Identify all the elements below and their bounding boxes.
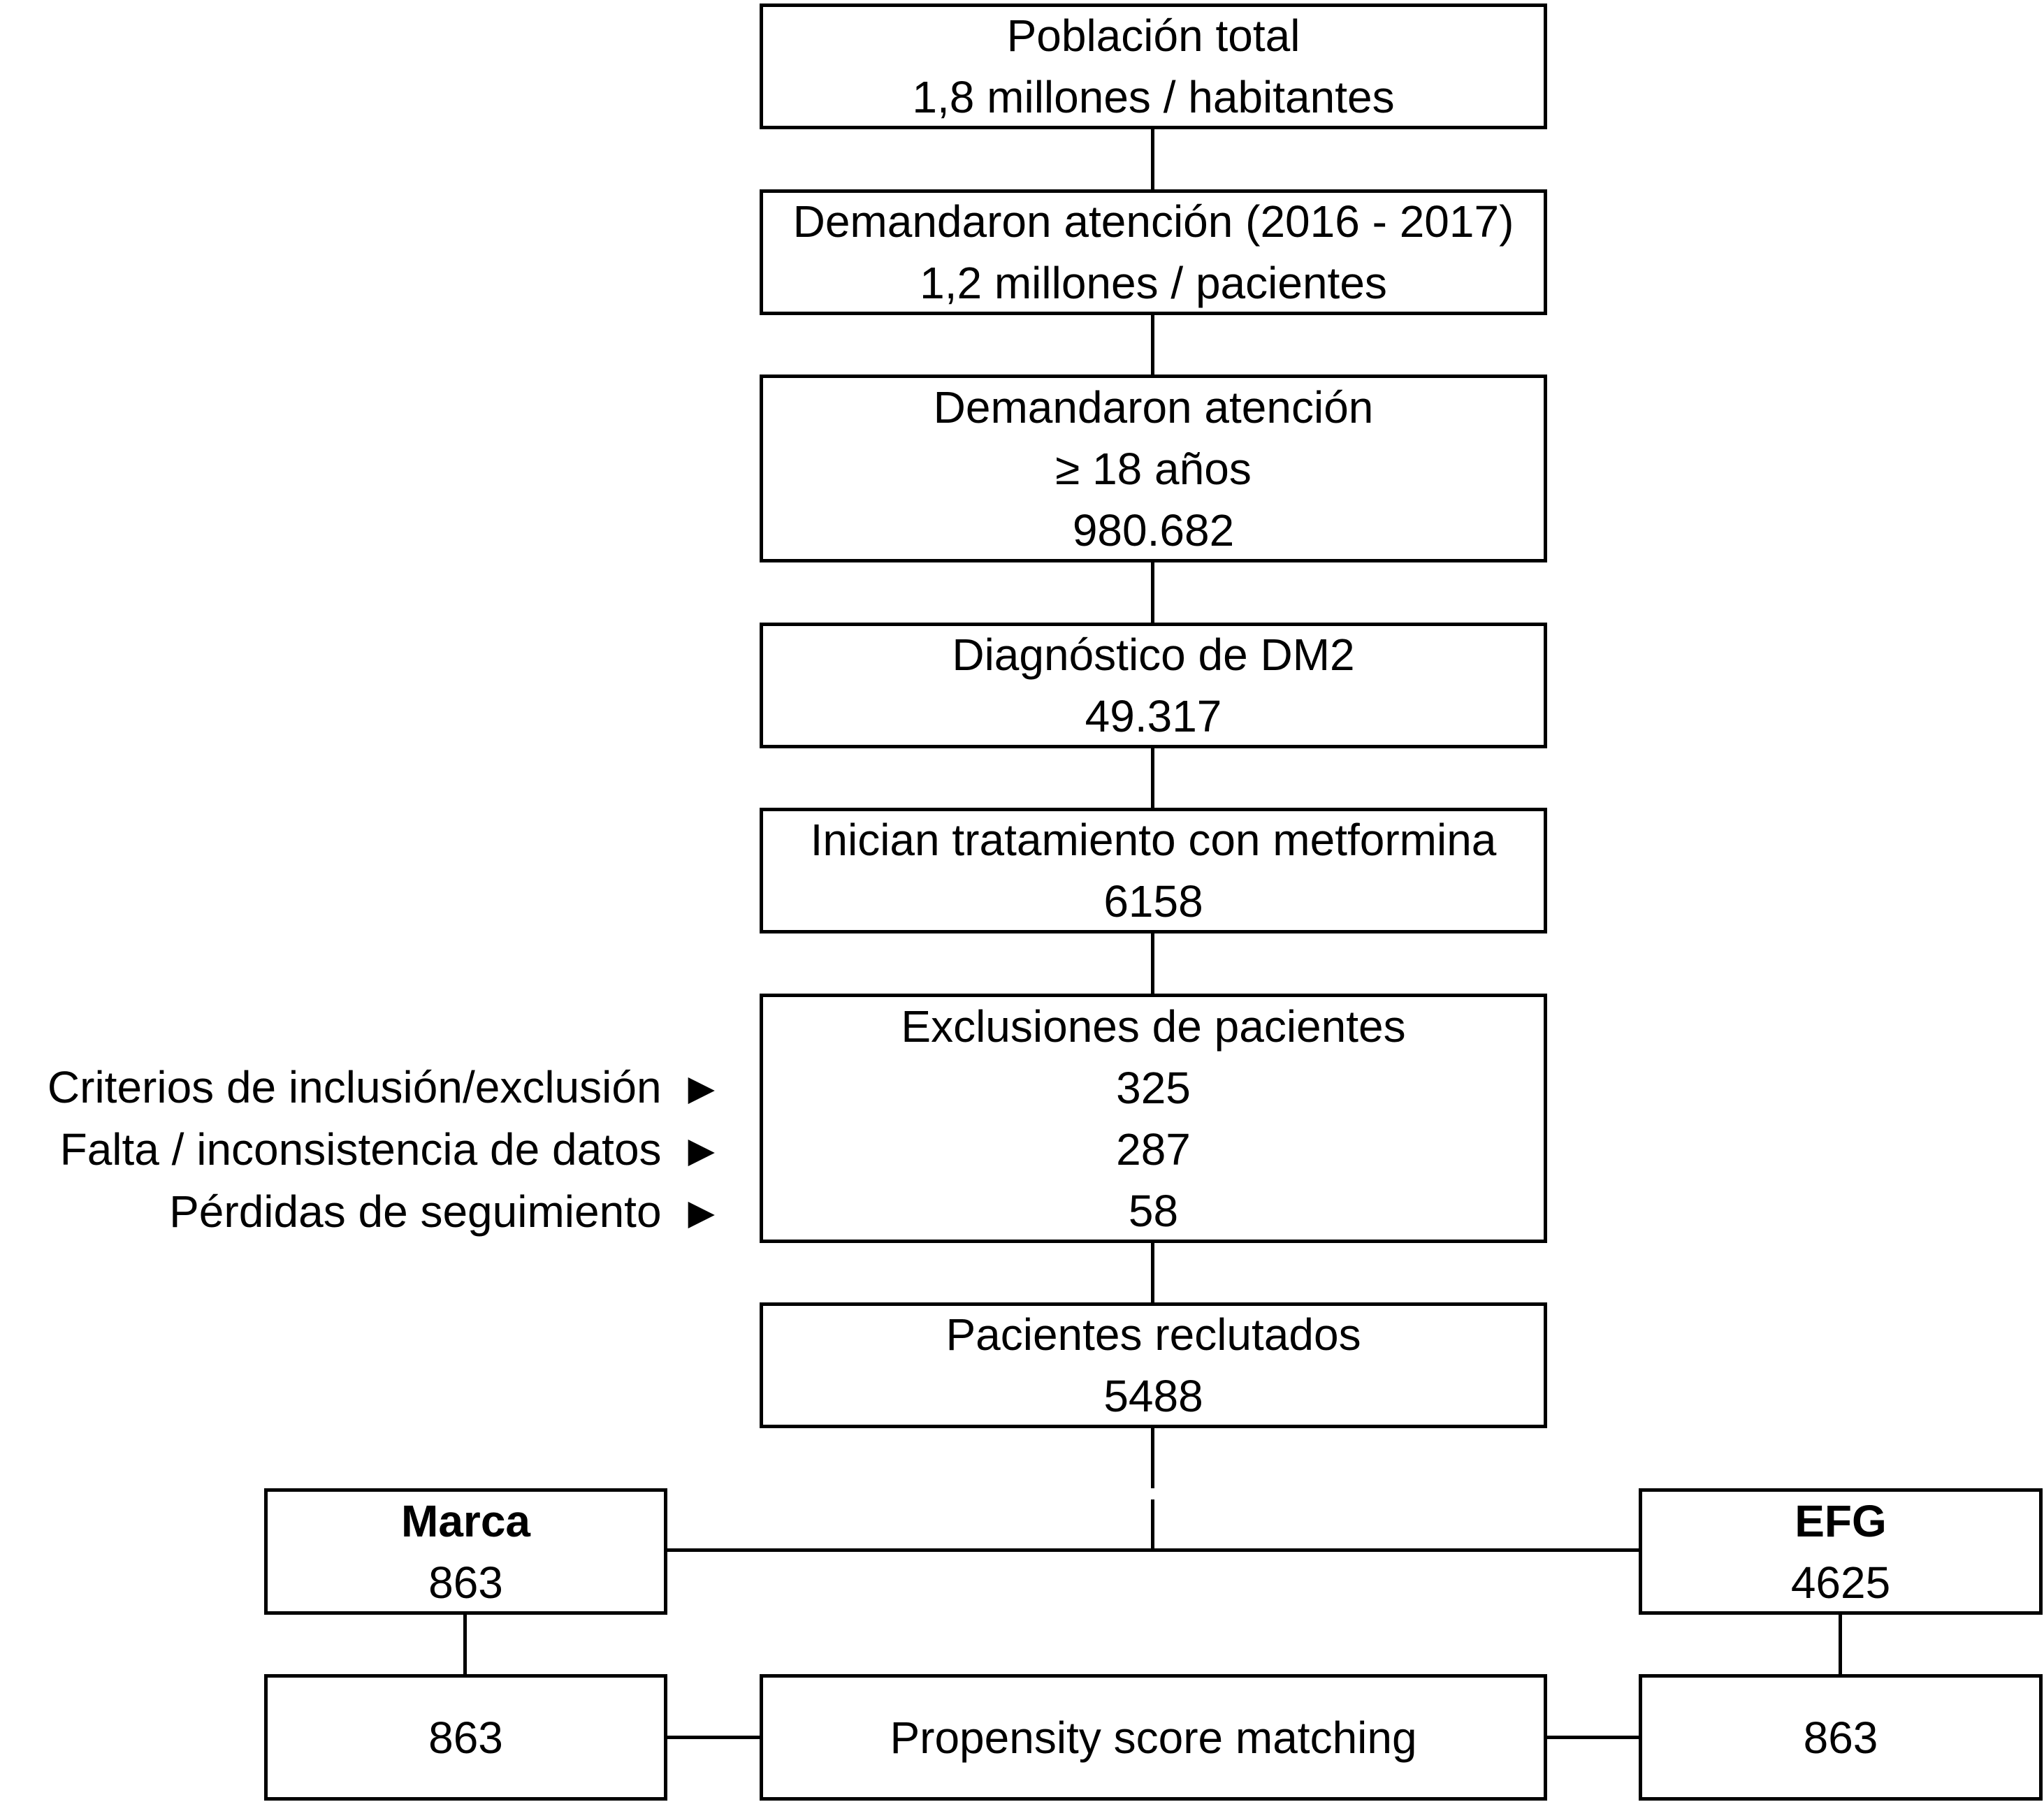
box-marca-matched: 863 bbox=[264, 1674, 667, 1801]
connector-adultos-dm2 bbox=[1151, 561, 1154, 624]
exclusion-reason-perdidas-text: Pérdidas de seguimiento bbox=[169, 1186, 662, 1237]
box-efg: EFG 4625 bbox=[1639, 1488, 2043, 1615]
efg-value: 4625 bbox=[1790, 1557, 1891, 1608]
efg-label: EFG bbox=[1795, 1495, 1887, 1546]
box-diagnostico-dm2: Diagnóstico de DM2 49.317 bbox=[760, 623, 1547, 748]
exclusion-count-perdidas: 58 bbox=[1128, 1185, 1179, 1236]
exclusiones-label: Exclusiones de pacientes bbox=[901, 1001, 1406, 1052]
exclusion-count-criterios: 325 bbox=[1116, 1062, 1191, 1113]
metformina-label: Inician tratamiento con metformina bbox=[810, 815, 1497, 865]
psm-label: Propensity score matching bbox=[890, 1712, 1417, 1763]
exclusion-reason-datos: Falta / inconsistencia de datos ▶ bbox=[60, 1119, 715, 1181]
box-exclusiones: Exclusiones de pacientes 325 287 58 bbox=[760, 994, 1547, 1243]
box-marca: Marca 863 bbox=[264, 1488, 667, 1615]
exclusion-reason-perdidas: Pérdidas de seguimiento ▶ bbox=[169, 1181, 715, 1243]
adultos-value: 980.682 bbox=[1072, 504, 1235, 555]
box-poblacion-total: Población total 1,8 millones / habitante… bbox=[760, 3, 1547, 129]
connector-reclutados-split-top bbox=[1151, 1427, 1154, 1488]
connector-dm2-metformina bbox=[1151, 747, 1154, 809]
box-pacientes-reclutados: Pacientes reclutados 5488 bbox=[760, 1302, 1547, 1428]
demanda-label: Demandaron atención (2016 - 2017) bbox=[792, 196, 1514, 247]
poblacion-value: 1,8 millones / habitantes bbox=[912, 72, 1395, 122]
triangle-right-icon: ▶ bbox=[688, 1131, 715, 1170]
adultos-age: ≥ 18 años bbox=[1055, 443, 1252, 494]
reclutados-value: 5488 bbox=[1103, 1371, 1203, 1421]
marca-label: Marca bbox=[401, 1495, 530, 1546]
poblacion-label: Población total bbox=[1006, 10, 1300, 61]
marca-value: 863 bbox=[428, 1557, 503, 1608]
connector-demanda-adultos bbox=[1151, 314, 1154, 376]
box-propensity-score-matching: Propensity score matching bbox=[760, 1674, 1547, 1801]
connector-efg-matched bbox=[1839, 1613, 1842, 1676]
connector-marca-psm bbox=[666, 1736, 761, 1739]
dm2-label: Diagnóstico de DM2 bbox=[952, 630, 1355, 680]
metformina-value: 6158 bbox=[1103, 876, 1203, 927]
connector-exclusiones-reclutados bbox=[1151, 1242, 1154, 1304]
triangle-right-icon: ▶ bbox=[688, 1068, 715, 1107]
connector-marca-matched bbox=[463, 1613, 467, 1676]
exclusion-reason-datos-text: Falta / inconsistencia de datos bbox=[59, 1124, 662, 1175]
exclusion-reason-criterios: Criterios de inclusión/exclusión ▶ bbox=[48, 1056, 715, 1119]
connector-reclutados-split-bottom bbox=[1151, 1499, 1154, 1550]
marca-matched-value: 863 bbox=[428, 1712, 503, 1763]
connector-branch-horizontal bbox=[666, 1548, 1640, 1552]
box-efg-matched: 863 bbox=[1639, 1674, 2043, 1801]
adultos-label: Demandaron atención bbox=[933, 382, 1374, 433]
box-adultos: Demandaron atención ≥ 18 años 980.682 bbox=[760, 375, 1547, 562]
reclutados-label: Pacientes reclutados bbox=[945, 1309, 1361, 1360]
exclusion-count-datos: 287 bbox=[1116, 1124, 1191, 1175]
triangle-right-icon: ▶ bbox=[688, 1193, 715, 1232]
box-metformina: Inician tratamiento con metformina 6158 bbox=[760, 808, 1547, 933]
efg-matched-value: 863 bbox=[1803, 1712, 1878, 1763]
box-demandaron-atencion: Demandaron atención (2016 - 2017) 1,2 mi… bbox=[760, 189, 1547, 315]
dm2-value: 49.317 bbox=[1085, 691, 1222, 741]
demanda-value: 1,2 millones / pacientes bbox=[920, 258, 1387, 308]
connector-poblacion-demanda bbox=[1151, 128, 1154, 191]
connector-metformina-exclusiones bbox=[1151, 932, 1154, 995]
exclusion-reason-criterios-text: Criterios de inclusión/exclusión bbox=[47, 1062, 662, 1112]
connector-psm-efg bbox=[1544, 1736, 1640, 1739]
